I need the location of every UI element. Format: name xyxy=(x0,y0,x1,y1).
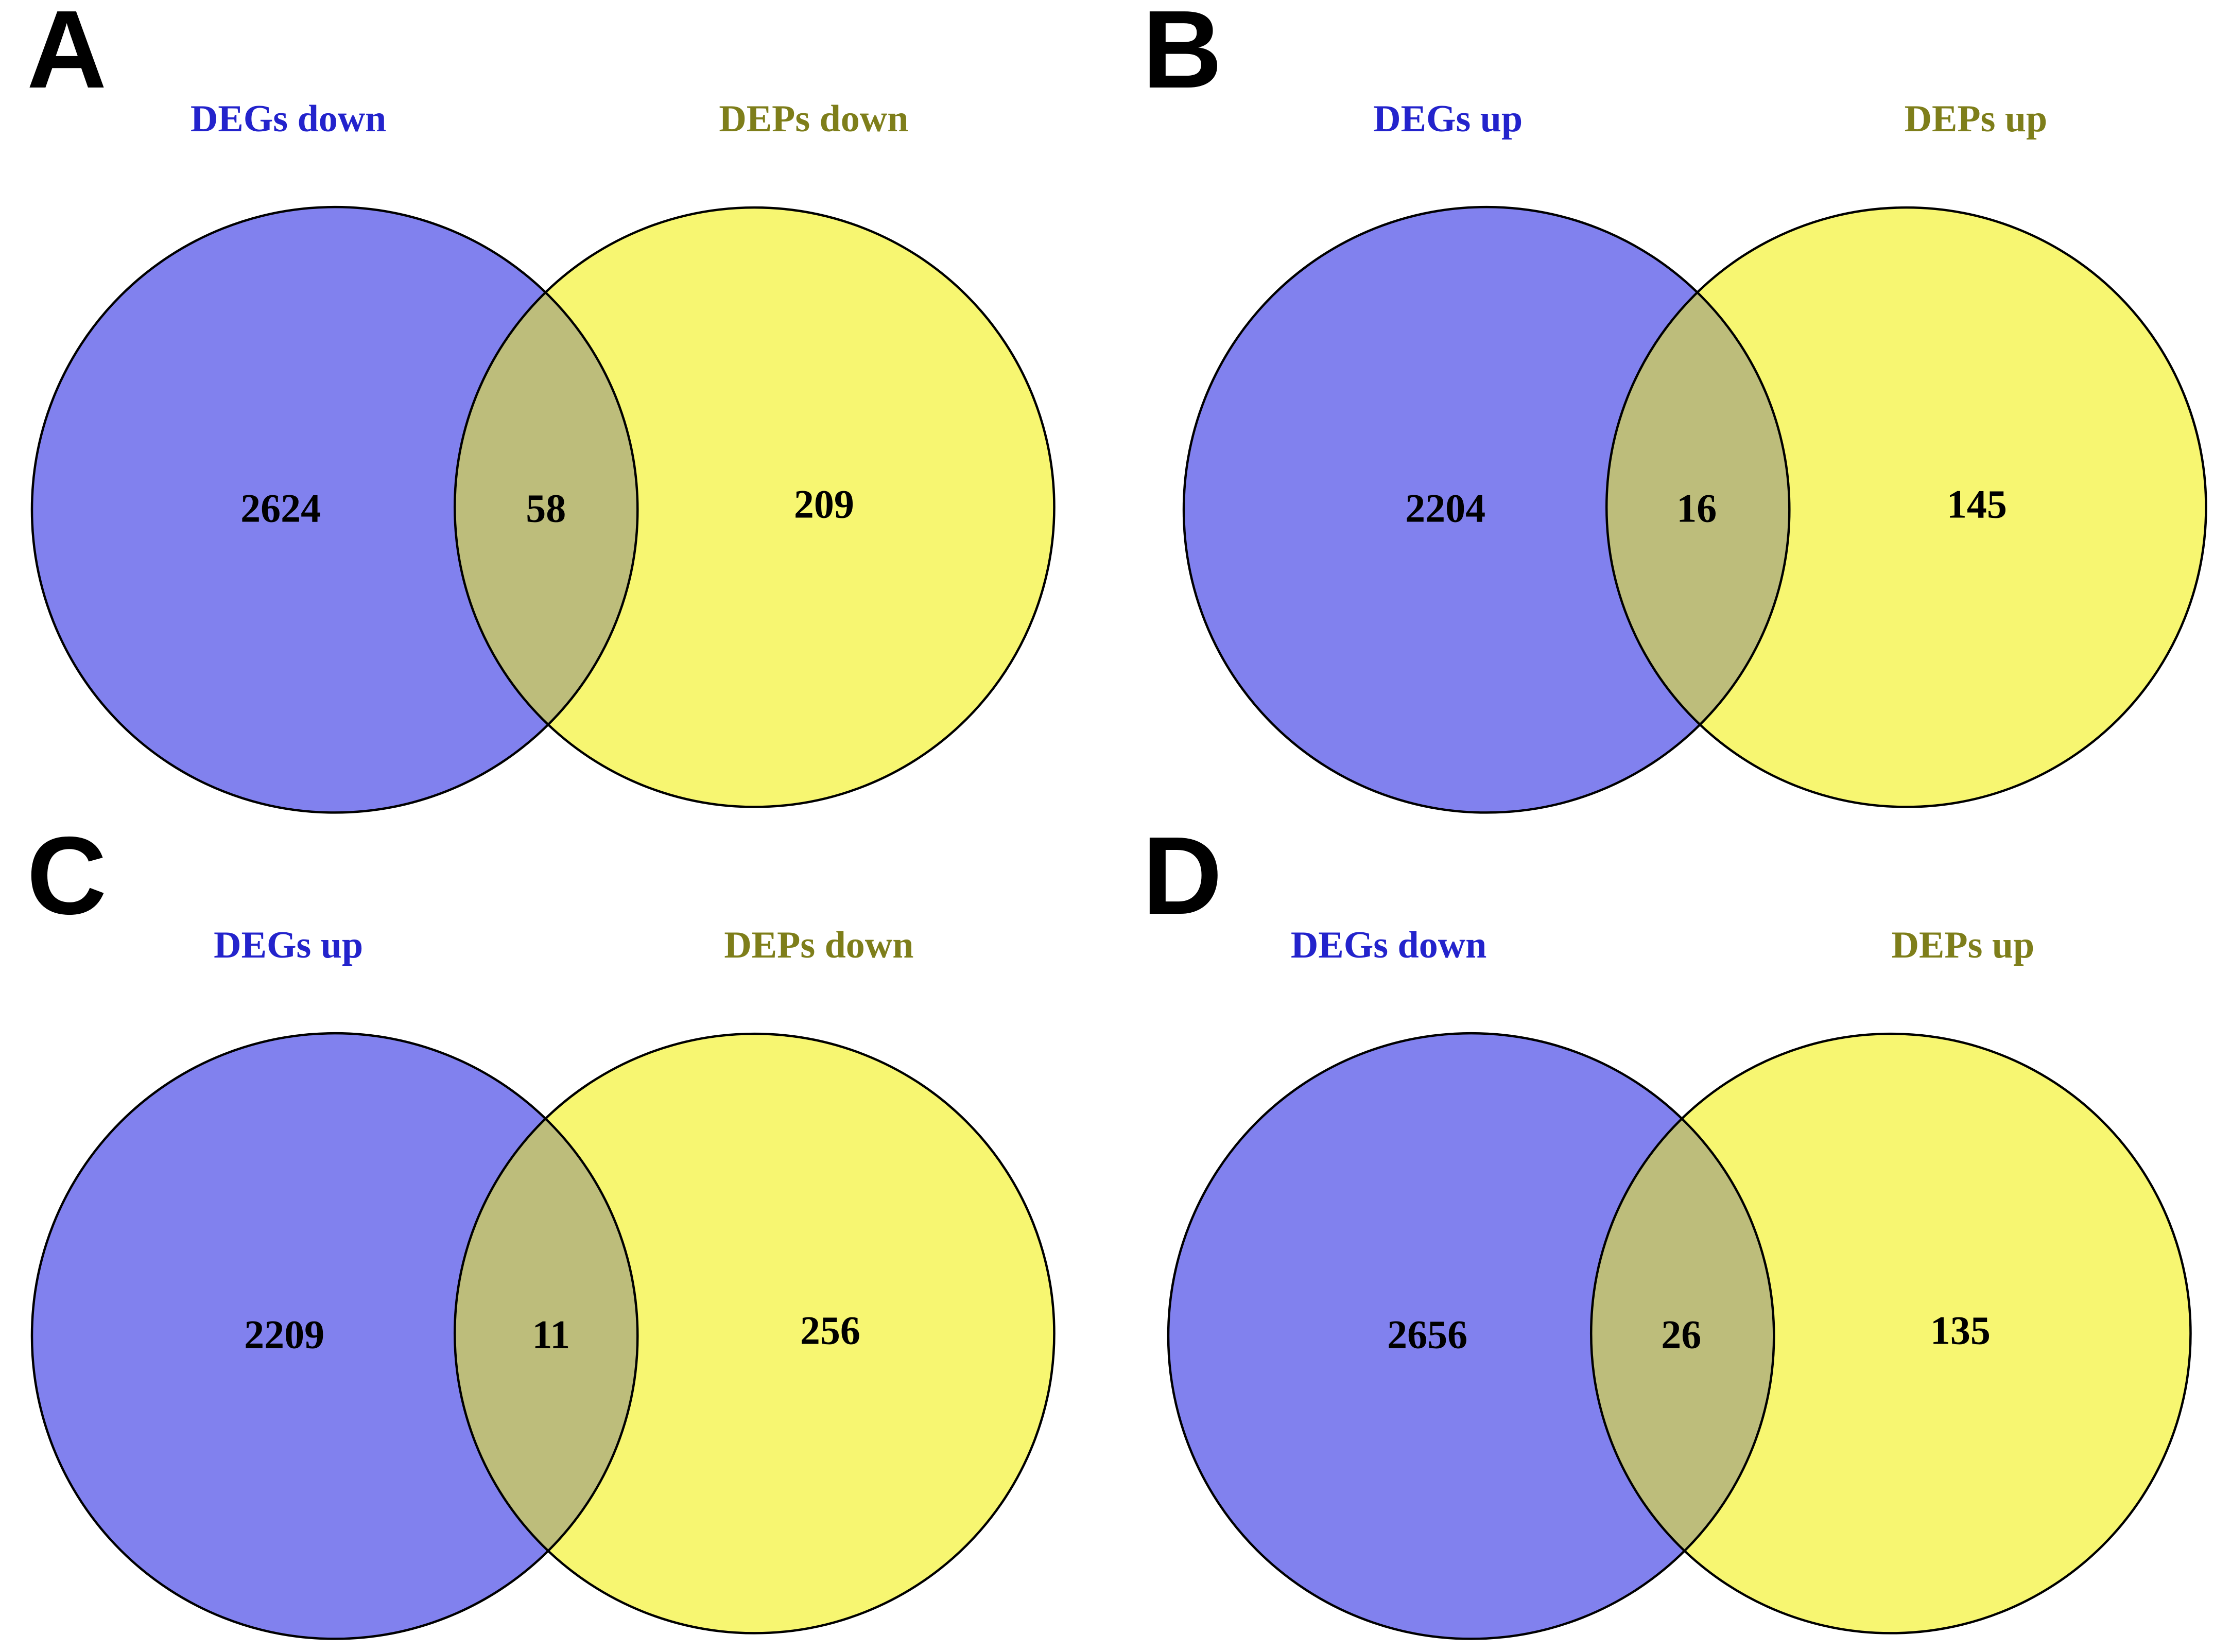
left-set-label: DEGs up xyxy=(214,924,363,966)
right-circle-outline xyxy=(1589,1032,2192,1634)
left-set-label: DEGs down xyxy=(1290,924,1486,966)
right-set-label: DEPs down xyxy=(719,98,908,140)
left-count: 2209 xyxy=(244,1312,324,1357)
venn-diagram: DEGs up DEPs up 2204 16 145 xyxy=(1182,98,2207,814)
right-circle xyxy=(1590,1033,2190,1633)
panel-letter: A xyxy=(27,0,107,111)
panel-b: B DEGs up DEPs up 2204 16 145 xyxy=(1116,0,2231,826)
left-circle-outline xyxy=(30,1032,639,1640)
left-count: 2204 xyxy=(1405,485,1485,530)
panel-a: A DEGs down DEPs down 2624 58 209 xyxy=(0,0,1116,826)
overlap-count: 58 xyxy=(526,485,566,530)
left-circle xyxy=(32,1033,638,1639)
left-circle xyxy=(1183,207,1789,813)
right-circle-outline xyxy=(453,1032,1056,1634)
left-count: 2624 xyxy=(240,485,321,530)
right-set-label: DEPs up xyxy=(1904,98,2047,140)
overlap-count: 26 xyxy=(1661,1312,1701,1357)
panel-letter: D xyxy=(1142,826,1222,937)
left-circle-outline xyxy=(30,205,639,814)
right-circle xyxy=(1606,207,2206,807)
panel-letter: B xyxy=(1142,0,1222,111)
venn-diagram: DEGs up DEPs down 2209 11 256 xyxy=(30,924,1056,1640)
left-circle xyxy=(32,207,638,813)
left-circle xyxy=(1168,1033,1774,1639)
right-count: 135 xyxy=(1930,1308,1990,1352)
right-circle xyxy=(455,207,1054,807)
panel-c: C DEGs up DEPs down 2209 11 256 xyxy=(0,826,1116,1652)
right-set-label: DEPs down xyxy=(724,924,913,966)
panel-d: D DEGs down DEPs up 2656 26 135 xyxy=(1116,826,2231,1652)
right-set-label: DEPs up xyxy=(1891,924,2034,966)
panel-letter: C xyxy=(27,826,107,937)
right-count: 145 xyxy=(1946,481,2007,526)
right-circle-outline xyxy=(1605,206,2207,808)
right-circle-outline xyxy=(453,206,1056,808)
right-count: 256 xyxy=(800,1308,860,1352)
venn-diagram: DEGs down DEPs down 2624 58 209 xyxy=(30,98,1056,814)
right-count: 209 xyxy=(794,481,854,526)
left-circle-outline xyxy=(1167,1032,1775,1640)
overlap-count: 11 xyxy=(532,1312,570,1357)
overlap-count: 16 xyxy=(1676,485,1717,530)
left-circle-outline xyxy=(1182,205,1791,814)
right-circle xyxy=(455,1033,1054,1633)
venn-diagram: DEGs down DEPs up 2656 26 135 xyxy=(1167,924,2192,1640)
left-set-label: DEGs up xyxy=(1373,98,1523,140)
left-set-label: DEGs down xyxy=(191,98,386,140)
left-count: 2656 xyxy=(1387,1312,1467,1357)
